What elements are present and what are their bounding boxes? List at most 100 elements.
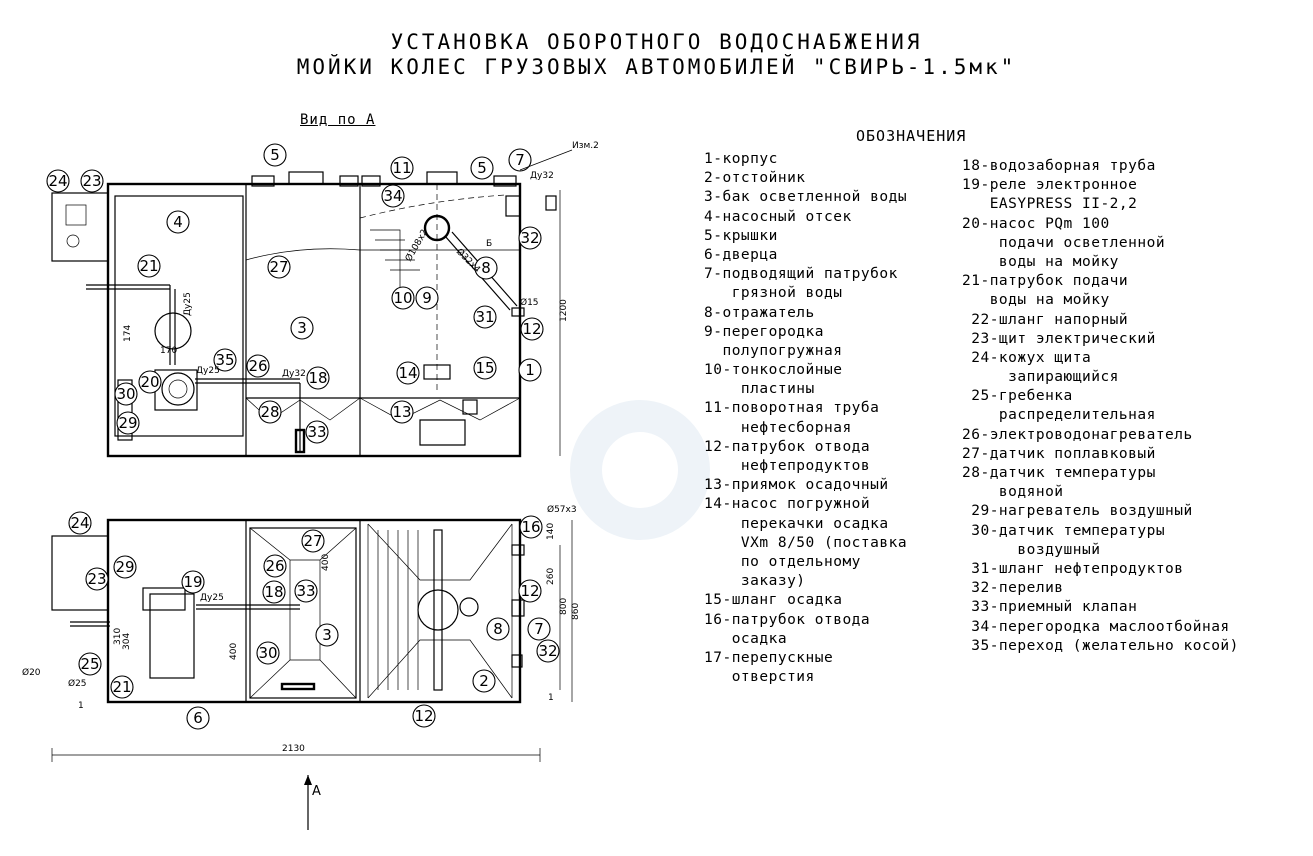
callout-20: 20 [138, 370, 162, 394]
svg-text:19: 19 [183, 573, 202, 591]
svg-text:27: 27 [269, 258, 288, 276]
callout-29: 29 [116, 411, 140, 435]
legend-item: 22-шланг напорный [962, 311, 1129, 328]
legend-item: 18-водозаборная труба [962, 158, 1156, 174]
callout-plan-25: 25 [78, 652, 102, 676]
callout-35: 35 [213, 348, 237, 372]
legend-item: воды на мойку [962, 292, 1110, 309]
legend-item: 25-гребенка [962, 388, 1073, 405]
legend-item: полупогружная [704, 342, 843, 359]
legend-item: 11-поворотная труба [704, 400, 880, 417]
side-callouts: 24 23 4 5 11 5 7 34 32 21 27 8 10 9 31 1… [46, 143, 544, 444]
legend-item: 31-шланг нефтепродуктов [962, 560, 1184, 577]
legend-item: воздушный [962, 541, 1101, 558]
svg-text:20: 20 [140, 373, 159, 391]
legend-item: по отдельному [704, 553, 861, 570]
svg-text:35: 35 [215, 351, 234, 369]
legend-item: 23-щит электрический [962, 330, 1156, 347]
callout-8: 8 [474, 256, 498, 280]
legend-item: 34-перегородка маслоотбойная [962, 618, 1230, 635]
legend-item: 28-датчик температуры [962, 465, 1156, 481]
plan-body-outline [106, 518, 522, 704]
legend-item: 30-датчик температуры [962, 522, 1166, 539]
svg-text:26: 26 [265, 557, 284, 575]
svg-text:8: 8 [481, 259, 491, 277]
callout-plan-3: 3 [315, 623, 339, 647]
legend-item: подачи осветленной [962, 234, 1166, 251]
legend-item: 32-перелив [962, 580, 1064, 597]
legend-item: запирающийся [962, 369, 1119, 386]
annotation-d108: Ø108x2 [403, 227, 430, 263]
legend-item: 17-перепускные [704, 649, 834, 666]
legend-item: 24-кожух щита [962, 349, 1092, 366]
callout-24: 24 [46, 169, 70, 193]
svg-text:14: 14 [398, 364, 417, 382]
annotation-d57: Ø57x3 [547, 504, 577, 515]
legend-item: 16-патрубок отвода [704, 611, 871, 628]
svg-text:15: 15 [475, 359, 494, 377]
svg-text:7: 7 [515, 151, 525, 169]
legend-item: 15-шланг осадка [704, 592, 843, 609]
svg-text:18: 18 [264, 583, 283, 601]
legend-item: 20-насос PQm 100 [962, 215, 1110, 232]
annotation-izm: Изм.2 [572, 141, 599, 151]
annotation-one-b: 1 [548, 693, 554, 703]
dim-310: 310 [113, 628, 123, 645]
callout-plan-6: 6 [186, 706, 210, 730]
dim-304: 304 [122, 633, 132, 650]
svg-text:31: 31 [475, 308, 494, 326]
callout-5b: 5 [470, 156, 494, 180]
callout-plan-26: 26 [263, 554, 287, 578]
svg-text:1: 1 [525, 361, 535, 379]
callout-27: 27 [267, 255, 291, 279]
callout-12: 12 [520, 317, 544, 341]
svg-text:5: 5 [270, 146, 280, 164]
dim-400-a: 400 [321, 554, 331, 571]
svg-text:28: 28 [260, 403, 279, 421]
annotation-174: 174 [123, 325, 133, 342]
legend-item: 2-отстойник [704, 170, 806, 187]
legend-item: 35-переход (желательно косой) [962, 637, 1239, 654]
callout-plan-18: 18 [262, 580, 286, 604]
plan-callouts: 24 29 23 19 27 26 33 18 3 16 30 12 8 7 3… [68, 511, 560, 730]
callout-plan-24: 24 [68, 511, 92, 535]
legend-item: 6-дверца [704, 246, 778, 263]
callout-34: 34 [381, 184, 405, 208]
svg-text:21: 21 [112, 678, 131, 696]
legend-item: распределительная [962, 407, 1156, 424]
svg-text:21: 21 [139, 257, 158, 275]
svg-text:12: 12 [414, 707, 433, 725]
svg-text:23: 23 [87, 570, 106, 588]
annotation-d15: Ø15 [520, 297, 539, 308]
svg-text:9: 9 [422, 289, 432, 307]
svg-text:33: 33 [296, 582, 315, 600]
callout-9: 9 [415, 286, 439, 310]
legend-item: осадка [704, 630, 788, 647]
svg-text:6: 6 [193, 709, 203, 727]
callout-plan-16: 16 [519, 515, 543, 539]
dim-140: 140 [546, 523, 556, 540]
callout-15: 15 [473, 356, 497, 380]
callout-5a: 5 [263, 143, 287, 167]
callout-18: 18 [306, 366, 330, 390]
legend-item: 12-патрубок отвода [704, 438, 871, 455]
svg-text:18: 18 [308, 369, 327, 387]
callout-plan-19: 19 [181, 570, 205, 594]
svg-text:10: 10 [393, 289, 412, 307]
drawing-title-line-2: МОЙКИ КОЛЕС ГРУЗОВЫХ АВТОМОБИЛЕЙ "СВИРЬ-… [296, 55, 1017, 79]
annotation-d20: Ø20 [22, 667, 41, 678]
legend-item: 8-отражатель [704, 304, 815, 321]
callout-plan-2: 2 [472, 669, 496, 693]
annotation-du32-pipe: Ду32 [282, 369, 306, 379]
svg-text:3: 3 [297, 319, 307, 337]
callout-plan-12b: 12 [412, 704, 436, 728]
svg-text:24: 24 [70, 514, 89, 532]
callout-plan-33: 33 [294, 579, 318, 603]
annotation-one-a: 1 [78, 701, 84, 711]
svg-text:30: 30 [258, 644, 277, 662]
svg-text:3: 3 [322, 626, 332, 644]
callout-plan-8: 8 [486, 617, 510, 641]
legend-item: 29-нагреватель воздушный [962, 503, 1193, 520]
legend-item: 26-электроводонагреватель [962, 426, 1193, 443]
